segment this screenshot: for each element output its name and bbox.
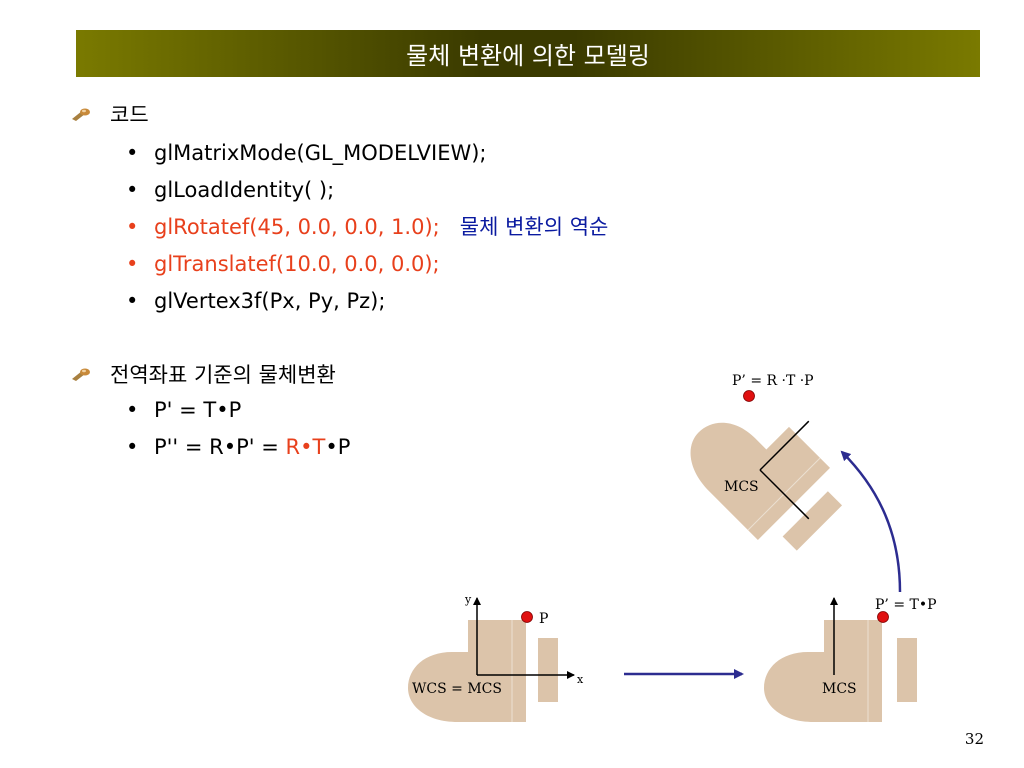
bullet-dot-icon: • bbox=[126, 398, 139, 422]
code-line-text: glLoadIdentity( ); bbox=[154, 178, 335, 202]
mcs-label-rotated: MCS bbox=[724, 479, 759, 495]
point-p-rotated-label: P’ = R ·T ·P bbox=[732, 373, 814, 389]
slide-title-bar: 물체 변환에 의한 모델링 bbox=[76, 30, 980, 77]
point-p-translated-marker bbox=[877, 611, 889, 623]
point-p-label: P bbox=[539, 611, 548, 627]
section-code-heading: 코드 bbox=[110, 103, 149, 127]
code-line-text: glTranslatef(10.0, 0.0, 0.0); bbox=[154, 252, 440, 276]
pin-bullet-icon bbox=[72, 108, 90, 121]
mcs-label-translated: MCS bbox=[822, 681, 857, 697]
point-p-translated-label: P’ = T•P bbox=[875, 597, 937, 613]
code-line-text: glMatrixMode(GL_MODELVIEW); bbox=[154, 141, 487, 165]
code-line-note: 물체 변환의 역순 bbox=[459, 215, 609, 239]
section-world-transform-heading: 전역좌표 기준의 물체변환 bbox=[110, 363, 336, 387]
point-p-rotated-marker bbox=[743, 390, 755, 402]
section-code-header: 코드 bbox=[70, 99, 608, 129]
equation-r: R bbox=[285, 435, 301, 459]
equation-dot: • bbox=[300, 435, 313, 459]
pin-bullet-icon bbox=[72, 368, 90, 381]
section-code: 코드 • glMatrixMode(GL_MODELVIEW); • glLoadI… bbox=[70, 99, 608, 320]
equation-prefix: P'' = R•P' = bbox=[154, 435, 286, 459]
bullet-dot-icon: • bbox=[126, 141, 139, 165]
object-original bbox=[408, 597, 575, 722]
object-rotated bbox=[690, 420, 843, 551]
axis-x-label: x bbox=[577, 673, 584, 686]
code-line: • glRotatef(45, 0.0, 0.0, 1.0); 물체 변환의 역순 bbox=[70, 209, 608, 246]
axis-y-label: y bbox=[464, 593, 472, 606]
bullet-dot-icon: • bbox=[126, 435, 139, 459]
equation-line: •P'' = R•P' = R•T•P bbox=[70, 429, 350, 466]
wcs-label: WCS = MCS bbox=[412, 681, 502, 697]
point-p-marker bbox=[521, 611, 533, 623]
code-line: • glVertex3f(Px, Py, Pz); bbox=[70, 283, 608, 320]
slide-title: 물체 변환에 의한 모델링 bbox=[406, 42, 650, 70]
section-world-transform: 전역좌표 기준의 물체변환 •P' = T•P •P'' = R•P' = R•… bbox=[70, 359, 350, 466]
rotate-arrow bbox=[840, 450, 902, 593]
equation-suffix: •P bbox=[325, 435, 351, 459]
equation-t: T bbox=[312, 435, 326, 459]
page-number: 32 bbox=[964, 730, 984, 748]
code-line-text: glRotatef(45, 0.0, 0.0, 1.0); bbox=[154, 215, 440, 239]
section-world-transform-header: 전역좌표 기준의 물체변환 bbox=[70, 359, 350, 389]
bullet-dot-icon: • bbox=[126, 178, 139, 202]
code-line-text: glVertex3f(Px, Py, Pz); bbox=[154, 289, 386, 313]
bullet-dot-icon: • bbox=[126, 252, 139, 276]
code-line: • glTranslatef(10.0, 0.0, 0.0); bbox=[70, 246, 608, 283]
bullet-dot-icon: • bbox=[126, 289, 139, 313]
code-line: • glLoadIdentity( ); bbox=[70, 172, 608, 209]
bullet-dot-icon: • bbox=[126, 215, 139, 239]
equation-line: • P' = T•P bbox=[70, 392, 350, 429]
object-translated bbox=[764, 597, 917, 722]
equation-translate: P' = T•P bbox=[154, 398, 242, 422]
code-line: • glMatrixMode(GL_MODELVIEW); bbox=[70, 135, 608, 172]
